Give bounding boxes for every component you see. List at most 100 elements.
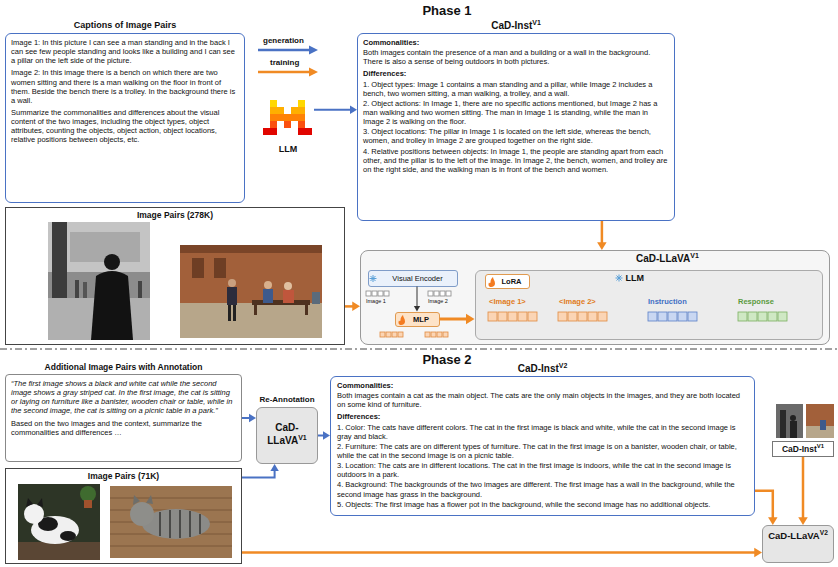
token-squares xyxy=(648,312,657,321)
label-wrap: <Image 1> xyxy=(489,297,526,306)
token-squares xyxy=(398,332,403,337)
photo-street-color xyxy=(192,258,204,278)
legend-arrow xyxy=(258,46,318,77)
llm-logo xyxy=(270,100,277,107)
text-line: 2. Furniture: The cats are on different … xyxy=(337,442,748,460)
thumbnail-pair xyxy=(806,404,834,438)
box-frame: Commonalities:Both images contain the pr… xyxy=(357,33,675,221)
text-line: Based on the two images and the context,… xyxy=(11,419,236,437)
model-box: CaD-LLaVAV2 xyxy=(762,525,834,563)
token-label: Image 1 xyxy=(366,298,386,304)
token-squares xyxy=(678,312,687,321)
photo-cat-black-white xyxy=(31,516,79,544)
photo-street-color xyxy=(284,282,292,290)
photo-cat-gray xyxy=(110,486,232,558)
arrow-head xyxy=(270,464,278,471)
label-wrap: Image 1 xyxy=(366,298,386,304)
connector-line xyxy=(601,221,604,243)
token-squares xyxy=(568,312,577,321)
token-squares xyxy=(508,312,517,321)
llm-logo xyxy=(284,121,291,128)
label-wrap: Phase 1 xyxy=(422,3,471,18)
token-squares xyxy=(498,312,507,321)
text-line: CaD-InstV1 xyxy=(774,444,832,454)
version-tag: V1 xyxy=(298,434,307,441)
box-text: 4. Background: The backgrounds of the tw… xyxy=(337,480,735,498)
instruction-box: CaD-InstV2Commonalities:Both images cont… xyxy=(330,363,755,516)
text-line: CaD-LLaVAV1 xyxy=(636,253,699,264)
box-text: Summarize the commonalities and differen… xyxy=(11,108,219,144)
dataset-box: CaD-InstV1 xyxy=(772,441,834,457)
text-line: Differences: xyxy=(363,69,669,78)
token-squares xyxy=(386,332,391,337)
label-wrap: Phase 2 xyxy=(422,352,471,367)
token-squares xyxy=(366,291,371,296)
thumbnail-pair xyxy=(790,421,797,438)
connector-arrow xyxy=(242,548,762,558)
box-text: MLP xyxy=(413,315,429,324)
photo-street-color xyxy=(227,287,237,305)
text-line: CaD-LLaVAV1 xyxy=(260,421,314,447)
photo-cat-gray xyxy=(160,510,200,538)
photo-street-color xyxy=(264,281,272,289)
llm-logo xyxy=(291,107,298,114)
box-text: Visual Encoder xyxy=(392,274,442,283)
caption-box: Captions of Image PairsImage 1: In this … xyxy=(5,20,245,203)
token-squares xyxy=(378,291,383,296)
photo-cat-gray xyxy=(142,509,210,539)
box-text: 3. Object locations: The pillar in Image… xyxy=(363,127,651,145)
box-text: Image Pairs (71K) xyxy=(88,471,159,481)
llm-logo xyxy=(270,121,277,128)
connector-line xyxy=(417,287,418,308)
box-text: CaD-Inst xyxy=(518,363,559,374)
encoder-icons xyxy=(370,275,377,282)
token-squares xyxy=(443,332,448,337)
llm-logo xyxy=(298,121,305,128)
text-line: Summarize the commonalities and differen… xyxy=(11,108,239,145)
encoder-box: Visual Encoder xyxy=(368,270,458,287)
connector-line xyxy=(345,305,353,308)
photo-cat-black-white xyxy=(18,484,100,560)
photo-street-gray xyxy=(75,280,79,298)
encoder-icons xyxy=(399,315,405,325)
token-label: Instruction xyxy=(648,297,687,306)
photo-street-gray xyxy=(48,222,150,340)
connector-arrow xyxy=(414,287,420,312)
token-squares xyxy=(778,312,787,321)
image-pair-panel: Image Pairs (278K) xyxy=(5,207,345,345)
encoder-icons xyxy=(489,277,495,287)
text-line: Commonalities: xyxy=(337,381,748,390)
photo-street-gray xyxy=(70,232,140,262)
legend-arrow xyxy=(258,71,311,74)
photo-street-color xyxy=(254,305,257,315)
photo-street-color xyxy=(228,279,236,287)
box-text: Both images contain a cat as the main ob… xyxy=(337,391,740,409)
legend-entry: generation xyxy=(263,36,304,45)
token-squares xyxy=(748,312,757,321)
box-text: Image 1: In this picture I can see a man… xyxy=(11,38,235,65)
box-text: CaD-LLaVA xyxy=(636,253,690,264)
arrow-head xyxy=(768,517,778,525)
arrow-head xyxy=(323,431,330,439)
box-text: Based on the two images and the context,… xyxy=(11,419,202,437)
box-text: CaD-Inst xyxy=(782,444,817,454)
photo-street-color xyxy=(305,305,308,315)
photo-cat-black-white xyxy=(18,484,100,560)
connector-line xyxy=(318,435,324,437)
photo-street-gray xyxy=(52,222,67,340)
text-line: LLM xyxy=(626,273,645,283)
box-text: Additional Image Pairs with Annotation xyxy=(45,362,203,372)
token-squares xyxy=(578,312,587,321)
photo-cat-black-white xyxy=(24,504,44,524)
photo-cat-black-white xyxy=(38,517,58,531)
connector-arrow xyxy=(597,221,607,250)
box-text: CaD-LLaVA xyxy=(267,422,298,446)
box-text: 3. Location: The cats are in different l… xyxy=(337,461,731,479)
token-squares xyxy=(372,291,377,296)
box-text: LoRA xyxy=(502,277,522,286)
llm-logo xyxy=(270,107,277,114)
box-text: Image 2: In this image there is a bench … xyxy=(11,68,235,104)
token-squares xyxy=(738,312,747,321)
box-text: Image Pairs (278K) xyxy=(137,210,213,220)
connector-line xyxy=(314,109,351,111)
